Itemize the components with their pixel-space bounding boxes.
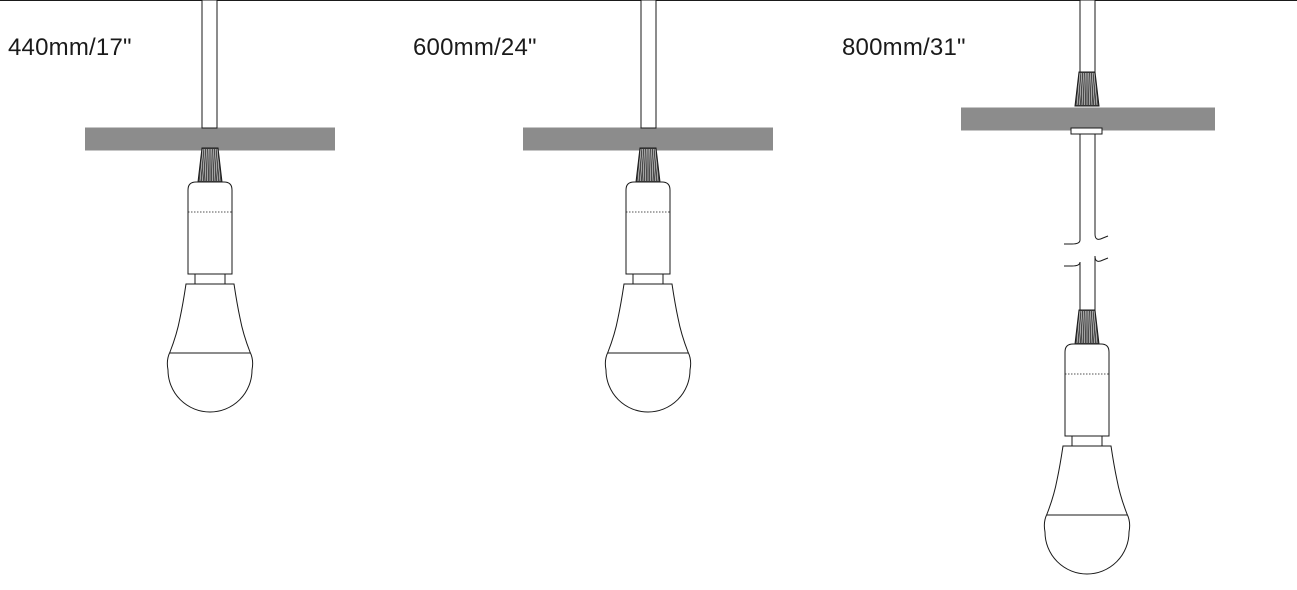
size-label-800: 800mm/31" <box>842 34 966 61</box>
bulb-glass <box>604 283 692 413</box>
pendant-lamp-icon-800 <box>961 0 1215 575</box>
cord-grip <box>197 147 223 183</box>
socket <box>1064 343 1110 437</box>
pendant-lamp-icon-600 <box>523 0 773 413</box>
socket <box>187 181 233 275</box>
rod <box>201 0 218 129</box>
cord-grip <box>1074 309 1100 345</box>
rod <box>640 0 657 129</box>
rod-upper <box>1079 0 1096 73</box>
bulb-neck <box>632 273 664 285</box>
pendant-lamp-icon-440 <box>85 0 335 413</box>
light-bulb-icon <box>604 147 692 413</box>
bulb-glass <box>1043 445 1131 575</box>
light-bulb-icon <box>166 147 254 413</box>
cord-break-icon <box>1064 233 1109 267</box>
cord-grip <box>635 147 661 183</box>
ceiling-icon <box>85 127 335 151</box>
bulb-neck <box>1071 435 1103 447</box>
ceiling-icon <box>961 107 1215 131</box>
size-label-440: 440mm/17" <box>8 34 132 61</box>
bulb-neck <box>194 273 226 285</box>
grip-upper <box>1074 71 1100 107</box>
ceiling-icon <box>523 127 773 151</box>
ceiling-washer <box>1070 127 1103 135</box>
socket <box>625 181 671 275</box>
size-label-600: 600mm/24" <box>413 34 537 61</box>
light-bulb-icon <box>1043 309 1131 575</box>
bulb-glass <box>166 283 254 413</box>
